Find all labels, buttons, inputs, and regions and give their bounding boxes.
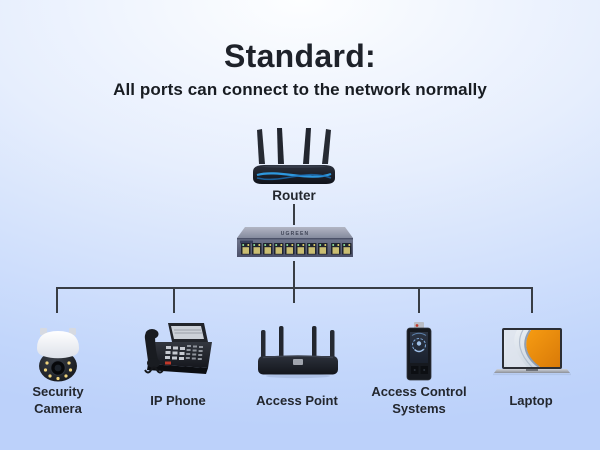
ethernet-switch-icon: UGREEN: [237, 227, 353, 257]
device-node-access-point: [255, 323, 341, 381]
router-label: Router: [272, 188, 316, 203]
switch-brand-text: UGREEN: [281, 231, 310, 237]
page-title: Standard:: [223, 38, 377, 74]
device-label-access-point: Access Point: [256, 392, 338, 408]
branch-line: [56, 287, 533, 313]
device-label-access-control: Access Control Systems: [371, 384, 467, 416]
laptop-icon: [493, 328, 571, 376]
device-label-laptop: Laptop: [509, 392, 553, 408]
security-camera-icon: [37, 328, 79, 382]
switch-node: UGREEN: [235, 223, 355, 263]
device-label-security-camera: Security Camera: [32, 384, 84, 416]
access-control-icon: [406, 322, 432, 381]
page-subtitle: All ports can connect to the network nor…: [113, 80, 487, 99]
access-point-icon: [258, 326, 338, 379]
device-node-access-control: [404, 321, 434, 383]
device-node-security-camera: [29, 326, 87, 388]
ip-phone-icon: [144, 323, 212, 374]
switch-ports: [241, 243, 352, 255]
device-node-ip-phone: [142, 321, 216, 383]
wifi-router-icon: [253, 128, 335, 184]
device-node-laptop: [493, 327, 571, 379]
router-node: [249, 126, 339, 188]
device-label-ip-phone: IP Phone: [150, 392, 206, 408]
